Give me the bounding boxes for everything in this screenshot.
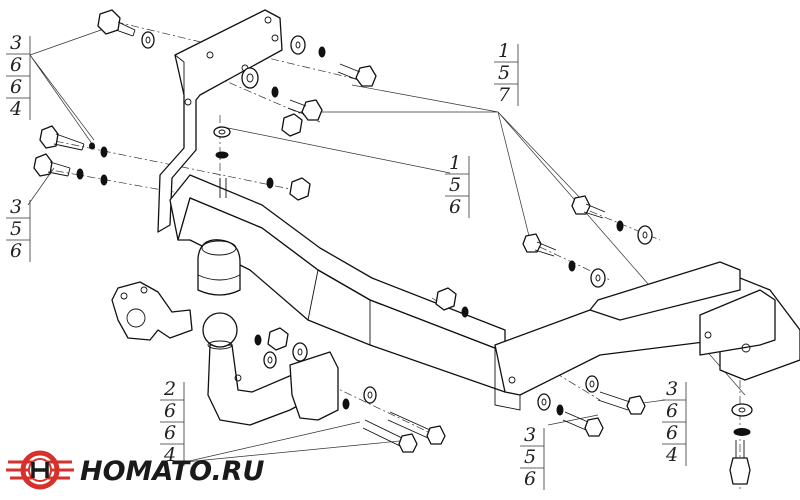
callout-value: 6	[449, 196, 461, 218]
callout-value: 4	[665, 444, 678, 466]
nuts	[267, 113, 457, 351]
callout-value: 1	[498, 40, 510, 62]
callout-value: 6	[164, 400, 176, 422]
left-mounting-bracket	[157, 9, 283, 233]
callout-value: 5	[10, 218, 22, 240]
callout-value: 3	[10, 32, 22, 54]
callout-c3: 157	[494, 40, 519, 106]
tow-ball	[202, 312, 339, 426]
callout-value: 1	[449, 152, 461, 174]
callout-value: 6	[524, 468, 536, 490]
callout-value: 6	[164, 422, 176, 444]
bolts	[33, 9, 751, 485]
washers	[141, 31, 753, 417]
callout-value: 6	[666, 400, 678, 422]
callout-value: 6	[10, 54, 22, 76]
callout-value: 3	[666, 378, 678, 400]
callout-value: 6	[10, 76, 22, 98]
socket-bracket	[111, 281, 193, 341]
right-mounting-bracket	[494, 261, 800, 411]
callout-c2: 356	[6, 196, 31, 262]
callout-value: 5	[524, 446, 536, 468]
ball-cover	[197, 239, 241, 296]
homato-emblem-icon	[6, 450, 74, 490]
callout-value: 6	[10, 240, 22, 262]
leader-lines	[27, 23, 746, 463]
callout-c6: 356	[520, 424, 545, 490]
axis-lines	[39, 17, 741, 490]
callout-value: 7	[498, 84, 511, 106]
callout-value: 5	[449, 174, 461, 196]
callout-value: 3	[524, 424, 536, 446]
callout-value: 4	[163, 444, 176, 466]
callout-value: 5	[498, 62, 510, 84]
callout-value: 3	[10, 196, 22, 218]
callout-c4: 156	[445, 152, 470, 218]
callout-value: 6	[666, 422, 678, 444]
callout-value: 4	[9, 98, 22, 120]
site-logo-text: HOMATO.RU	[80, 456, 265, 487]
homato-logo: HOMATO.RU	[6, 450, 265, 490]
callout-value: 2	[163, 378, 176, 400]
lock-washers	[76, 46, 751, 436]
